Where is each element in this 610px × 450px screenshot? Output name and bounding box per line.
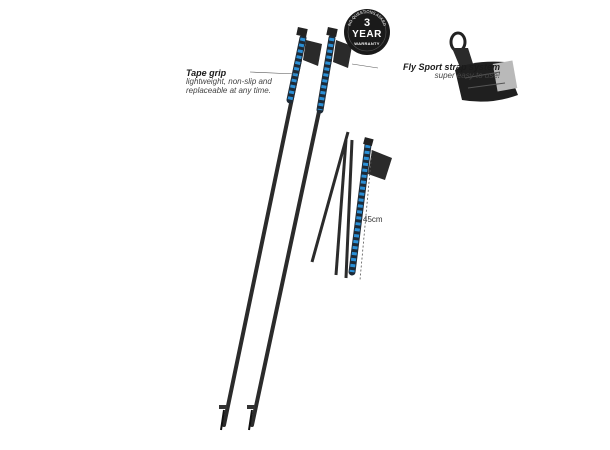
strap-system-desc: super easy to use!	[434, 71, 500, 81]
badge-number: 3	[363, 17, 371, 29]
left-pole	[219, 27, 322, 431]
strap-system-title: Fly Sport strap system	[402, 62, 500, 72]
badge-word: YEAR	[352, 29, 382, 40]
folded-pole	[310, 131, 392, 279]
badge-sub: WARRANTY	[354, 41, 380, 46]
tape-grip-callout: Tape grip lightweight, non-slip and repl…	[186, 68, 316, 96]
tape-grip-title: Tape grip	[186, 68, 227, 78]
warranty-badge: 3 YEAR WARRANTY	[344, 9, 390, 55]
tape-grip-desc-1: lightweight, non-slip and	[186, 77, 272, 87]
strap-closeup	[449, 31, 518, 102]
right-pole	[247, 27, 352, 431]
tape-leader-line	[249, 71, 297, 75]
length-indicator	[359, 149, 373, 281]
strap-leader-line	[351, 63, 379, 69]
warranty-badge-circle	[344, 9, 390, 55]
strap-system-callout: Fly Sport strap system super easy to use…	[380, 62, 500, 81]
folded-length-label: 45cm	[363, 215, 383, 224]
tape-grip-desc-2: replaceable at any time.	[186, 86, 271, 96]
